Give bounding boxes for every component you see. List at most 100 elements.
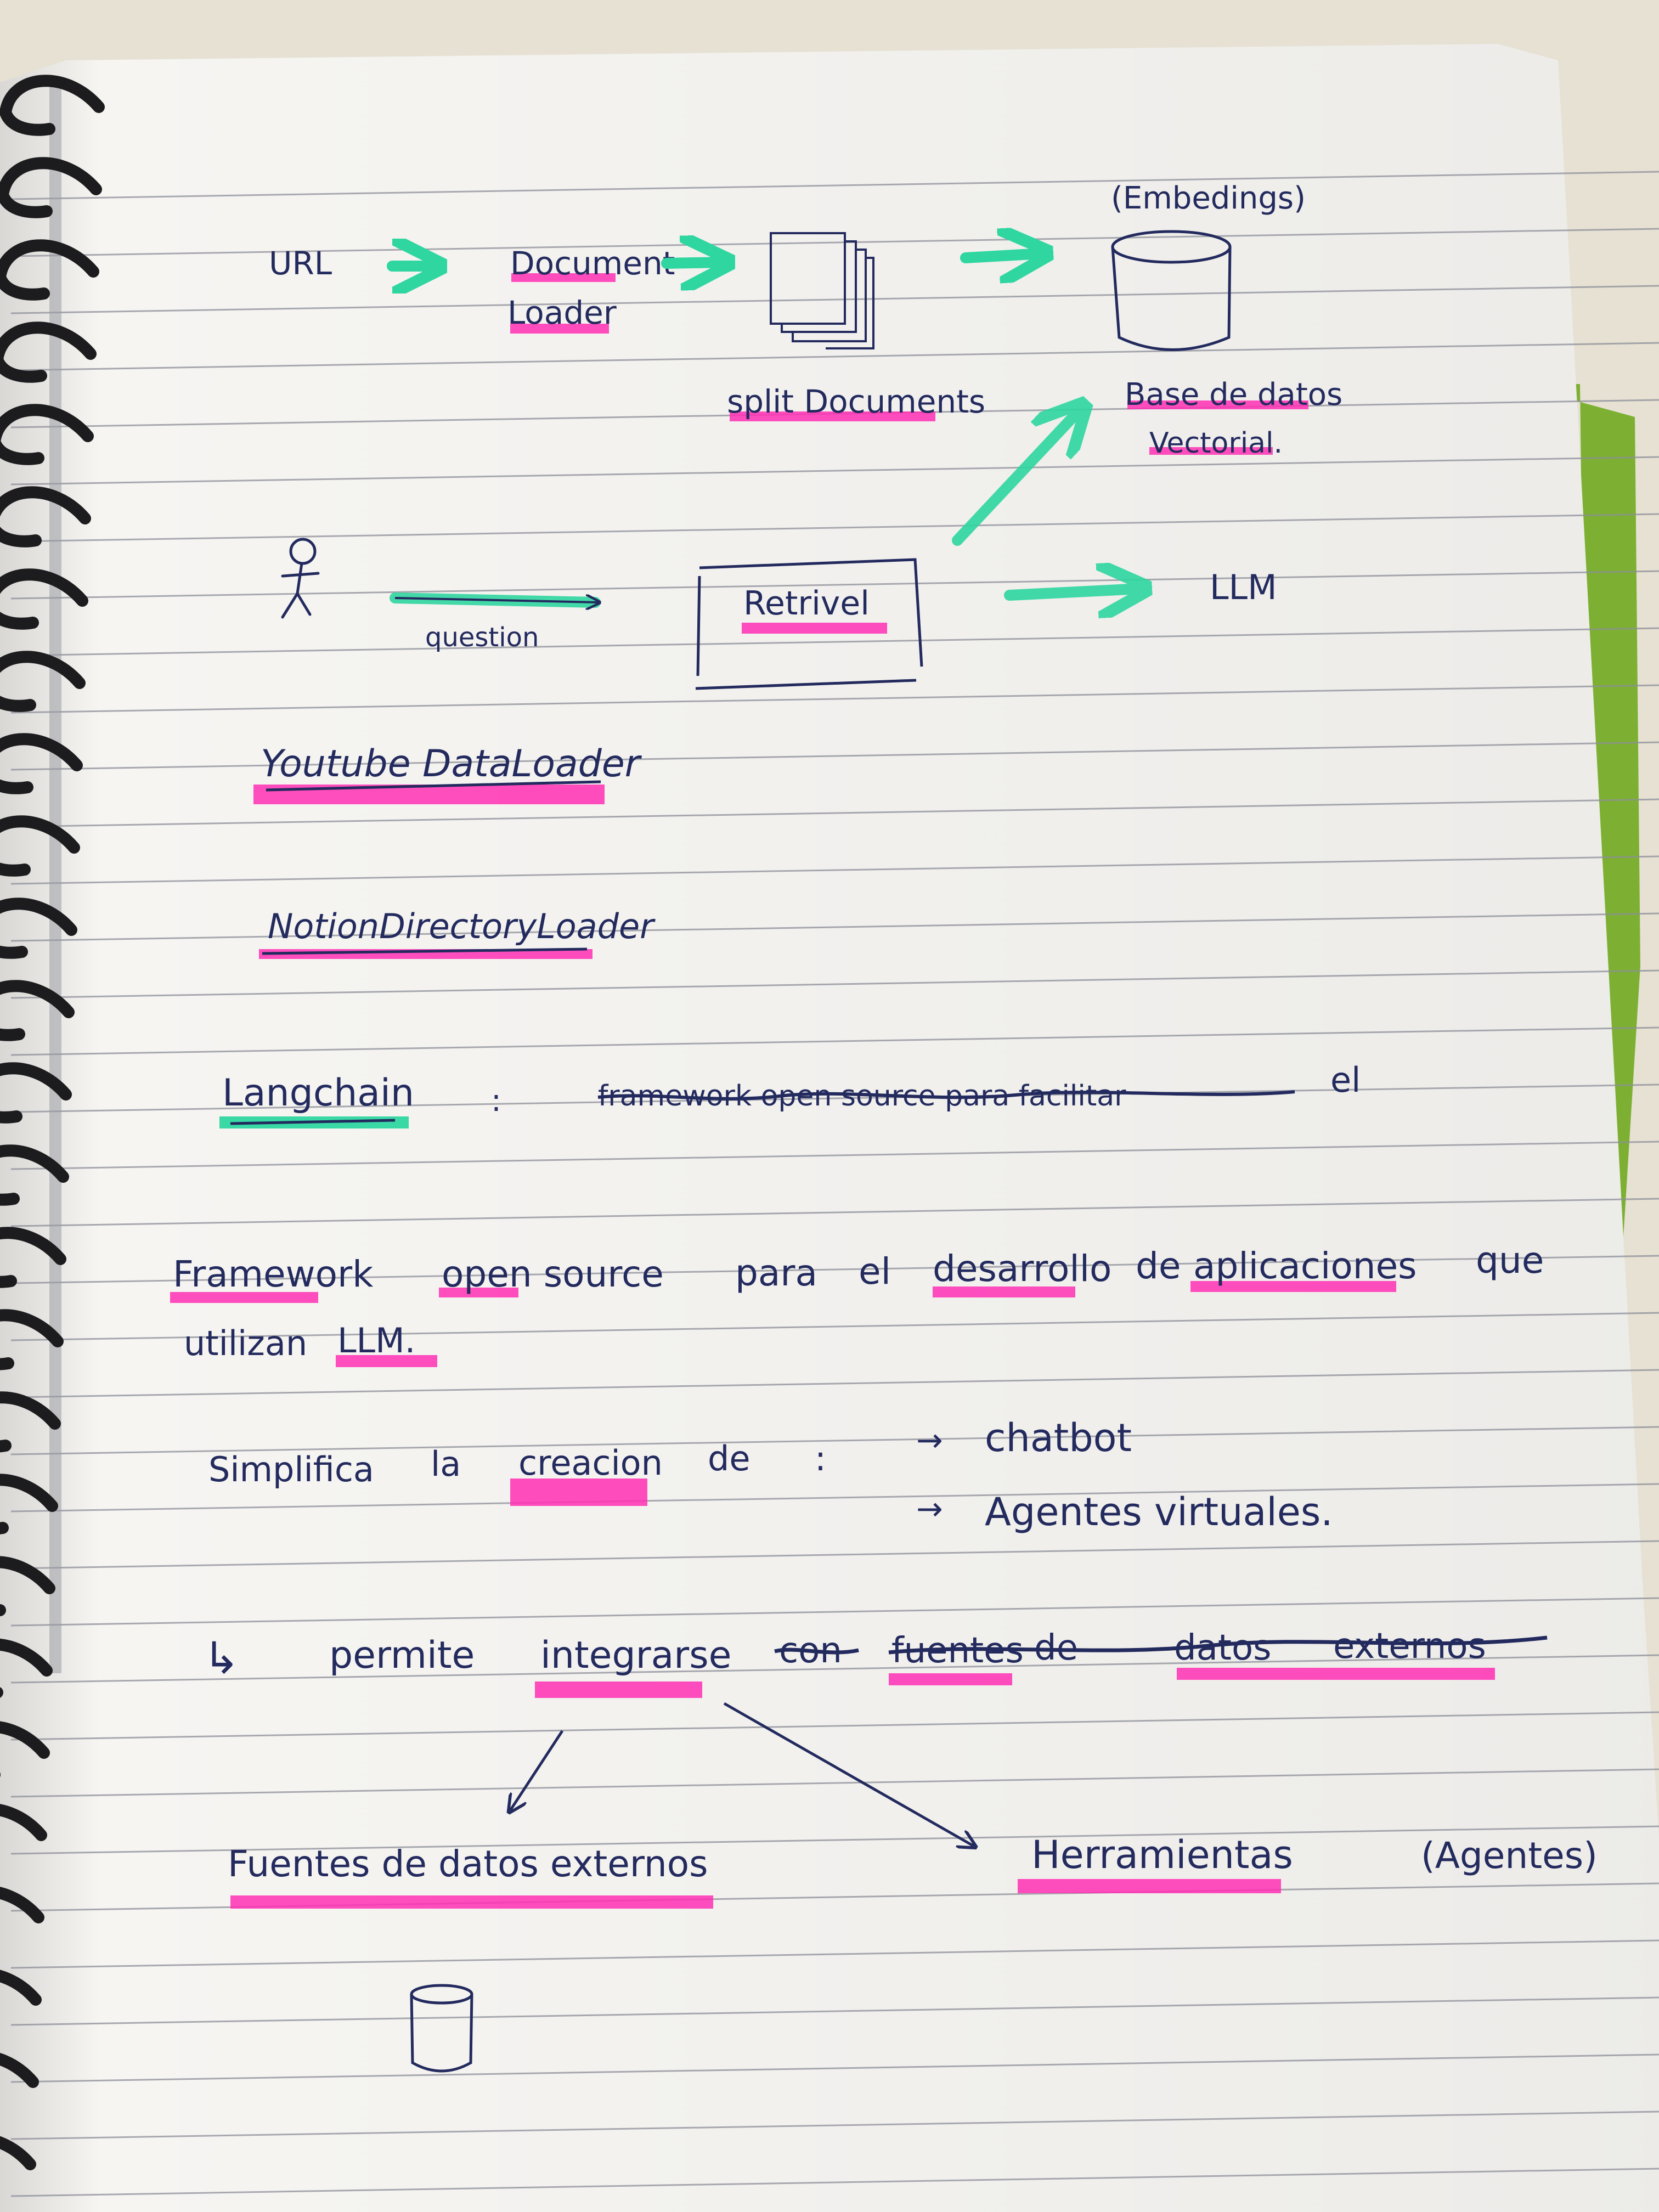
rule-line	[10, 798, 1659, 828]
word-que: que	[1476, 1239, 1544, 1282]
spiral-ring	[0, 980, 75, 1041]
document-loader-line1: Document	[510, 245, 675, 282]
rule-line	[10, 171, 1659, 200]
rule-line	[10, 1369, 1659, 1398]
word-creacion: creacion	[518, 1443, 663, 1483]
arrow-icon	[661, 262, 724, 263]
word-llm: LLM.	[337, 1321, 415, 1361]
branch-fuentes: Fuentes de datos externos	[228, 1843, 708, 1885]
word-open-source: open source	[442, 1253, 664, 1295]
word-desarrollo: desarrollo	[933, 1248, 1111, 1290]
notion-loader: NotionDirectoryLoader	[268, 906, 656, 946]
bullet-arrow-icon: →	[916, 1490, 943, 1527]
langchain-term: Langchain	[222, 1071, 414, 1115]
document-loader-line2: Loader	[507, 294, 617, 331]
spiral-ring	[0, 898, 77, 959]
rule-line	[10, 285, 1659, 314]
rule-line	[10, 513, 1659, 543]
split-documents-label: split Documents	[727, 383, 985, 420]
database-icon	[1111, 230, 1232, 351]
word-simplifica: Simplifica	[208, 1449, 374, 1489]
arrow-icon	[1004, 589, 1141, 595]
rule-line	[10, 228, 1659, 257]
spiral-ring	[0, 404, 94, 465]
rule-line	[10, 1084, 1659, 1113]
spiral-ring	[0, 1887, 44, 1923]
spiral-ring	[0, 2053, 39, 2088]
retrieval-label: Retrivel	[743, 584, 870, 623]
spiral-ring	[0, 1474, 58, 1534]
langchain-colon: :	[491, 1083, 501, 1119]
word-de: de	[708, 1438, 751, 1479]
definition-line1: Framework open source para el desarrollo…	[170, 1239, 1544, 1303]
crossed-word-externos: externos	[1333, 1626, 1486, 1667]
rule-line	[10, 1312, 1659, 1341]
return-arrow-icon: ↳	[203, 1633, 240, 1684]
branch-arrow-left-icon	[510, 1730, 564, 1810]
rule-line	[10, 2053, 1659, 2083]
spiral-ring	[0, 1309, 64, 1370]
word-permite: permite	[329, 1634, 475, 1677]
rag-diagram: URL Document Loader split Documents (Emb…	[269, 180, 1342, 690]
rule-line	[10, 2111, 1659, 2140]
item-chatbot: chatbot	[985, 1415, 1132, 1460]
branch-herramientas: Herramientas	[1031, 1832, 1293, 1877]
rule-line	[10, 912, 1659, 942]
spiral-ring	[0, 157, 102, 218]
rule-line	[10, 1026, 1659, 1056]
spiral-ring	[0, 2136, 36, 2170]
rule-line	[10, 1198, 1659, 1227]
word-para: para	[735, 1252, 817, 1294]
spiral-ring	[0, 486, 91, 548]
rule-line	[10, 1141, 1659, 1170]
embedding-label: (Embedings)	[1111, 180, 1306, 216]
url-label: URL	[269, 245, 332, 282]
retrieval-box	[695, 558, 923, 690]
rule-line	[10, 969, 1659, 999]
rule-line	[10, 1255, 1659, 1284]
rule-line	[10, 1597, 1659, 1627]
spiral-ring	[0, 1638, 53, 1698]
rule-line	[10, 1654, 1659, 1684]
rule-line	[10, 1483, 1659, 1513]
rule-line	[10, 1540, 1659, 1570]
word-de: de	[1136, 1245, 1181, 1287]
word-utilizan: utilizan	[184, 1323, 307, 1363]
spiral-ring	[0, 1556, 55, 1617]
spiral-ring	[0, 1227, 66, 1288]
small-database-icon	[410, 1984, 473, 2073]
arrow-icon	[952, 409, 1081, 546]
documents-stack-icon	[770, 232, 874, 349]
rule-line	[10, 570, 1659, 600]
spiral-ring	[0, 1804, 47, 1841]
rule-line	[10, 1768, 1659, 1798]
rule-line	[10, 456, 1659, 486]
branch-arrow-right-icon	[723, 1702, 974, 1846]
rule-line	[10, 1825, 1659, 1855]
spiral-ring	[0, 321, 97, 383]
rule-line	[10, 2168, 1659, 2197]
langchain-trailing: el	[1330, 1060, 1361, 1100]
youtube-loader: Youtube DataLoader	[261, 742, 642, 786]
spiral-ring	[0, 1062, 72, 1124]
rule-line	[10, 1996, 1659, 2026]
spiral-ring	[0, 733, 83, 794]
rule-line	[10, 1711, 1659, 1741]
person-icon	[281, 538, 320, 619]
rule-line	[10, 1426, 1659, 1455]
spiral-binding	[0, 75, 105, 2170]
spiral-ring	[0, 1721, 50, 1778]
spiral-ring	[0, 75, 105, 136]
word-la: la	[431, 1444, 461, 1484]
spiral-ring	[0, 1970, 42, 2006]
vector-db-line2: Vectorial.	[1149, 427, 1283, 460]
rule-line	[10, 855, 1659, 885]
rule-line	[10, 342, 1659, 371]
spiral-ring	[0, 239, 99, 301]
rule-line	[10, 741, 1659, 771]
word-aplicaciones: aplicaciones	[1193, 1245, 1417, 1287]
spiral-ring	[0, 1144, 69, 1206]
definition-line2: utilizan LLM.	[184, 1321, 437, 1367]
spiral-ring	[0, 568, 88, 630]
